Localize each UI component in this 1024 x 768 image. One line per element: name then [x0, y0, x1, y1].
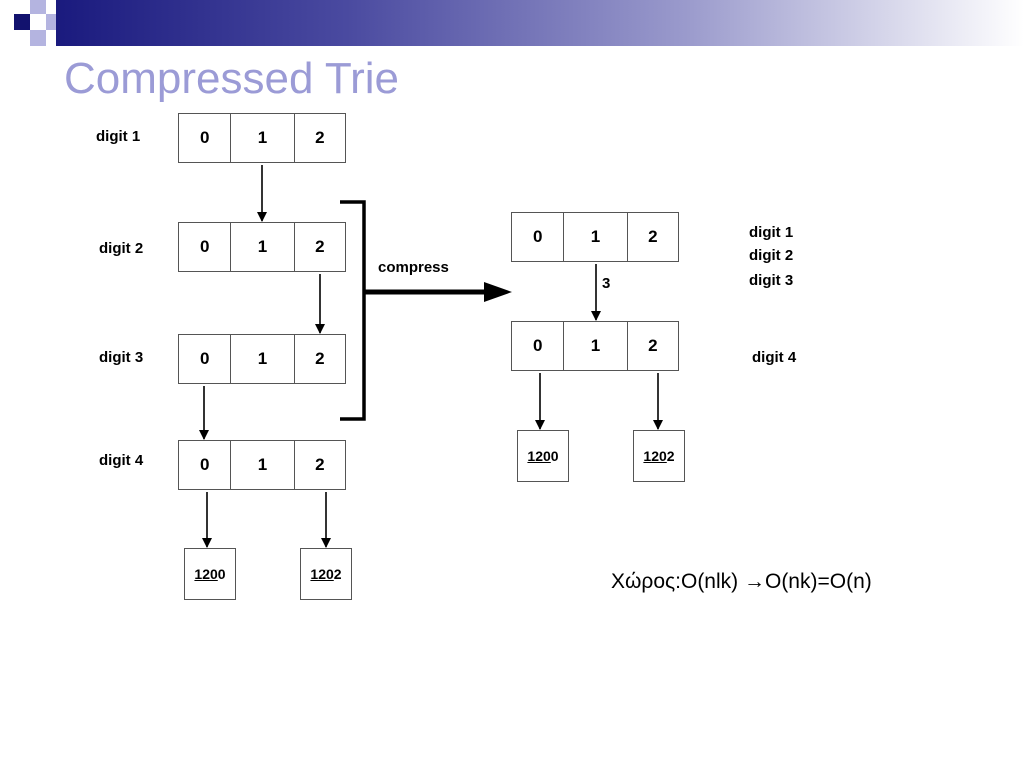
compressed-level-label: digit 3 — [749, 272, 794, 289]
header-square-dark — [14, 14, 30, 30]
slide-title: Compressed Trie — [64, 54, 400, 103]
header-square-light — [30, 0, 46, 14]
level-label: digit 3 — [99, 349, 144, 366]
level-label: digit 1 — [96, 128, 141, 145]
node-cell: 0 — [199, 128, 210, 147]
compressed-level-label: digit 1 — [749, 224, 794, 241]
node-cell: 1 — [230, 114, 293, 162]
compress-label: compress — [378, 259, 449, 276]
leaf-prefix: 120 — [194, 566, 218, 582]
compressed-level-label: digit 4 — [752, 349, 797, 366]
node-cell: 0 — [199, 237, 210, 256]
node-cell: 2 — [293, 223, 345, 271]
trie-node-digit4: 0 1 2 — [178, 440, 346, 490]
trie-node-digit1: 0 1 2 — [178, 113, 346, 163]
leaf-prefix: 120 — [527, 448, 551, 464]
node-cell: 2 — [626, 213, 678, 261]
compressed-node-top: 0 1 2 — [511, 212, 679, 262]
node-cell: 2 — [293, 114, 345, 162]
node-cell: 0 — [199, 455, 210, 474]
leaf-suffix: 0 — [550, 448, 559, 464]
space-complexity-note: Χώρος:O(nlk) →O(nk)=O(n) — [611, 570, 872, 593]
node-cell: 1 — [563, 322, 626, 370]
node-cell: 1 — [230, 335, 293, 383]
node-cell: 2 — [293, 335, 345, 383]
node-cell: 2 — [626, 322, 678, 370]
node-cell: 1 — [230, 223, 293, 271]
level-label: digit 2 — [99, 240, 144, 257]
compressed-level-label: digit 2 — [749, 247, 794, 264]
header-gradient-bar — [56, 0, 1024, 46]
node-cell: 0 — [199, 349, 210, 368]
leaf-suffix: 2 — [333, 566, 342, 582]
node-cell: 0 — [532, 227, 543, 246]
leaf-prefix: 120 — [643, 448, 667, 464]
node-cell: 2 — [293, 441, 345, 489]
compress-arrow-head — [484, 282, 512, 302]
leaf-suffix: 2 — [666, 448, 675, 464]
node-cell: 1 — [230, 441, 293, 489]
leaf-prefix: 120 — [310, 566, 334, 582]
node-cell: 0 — [532, 336, 543, 355]
trie-node-digit3: 0 1 2 — [178, 334, 346, 384]
leaf-suffix: 0 — [217, 566, 226, 582]
trie-node-digit2: 0 1 2 — [178, 222, 346, 272]
level-label: digit 4 — [99, 452, 144, 469]
header-square-light — [30, 30, 46, 46]
edge-skip-label: 3 — [602, 275, 611, 292]
compressed-node-bottom: 0 1 2 — [511, 321, 679, 371]
node-cell: 1 — [563, 213, 626, 261]
